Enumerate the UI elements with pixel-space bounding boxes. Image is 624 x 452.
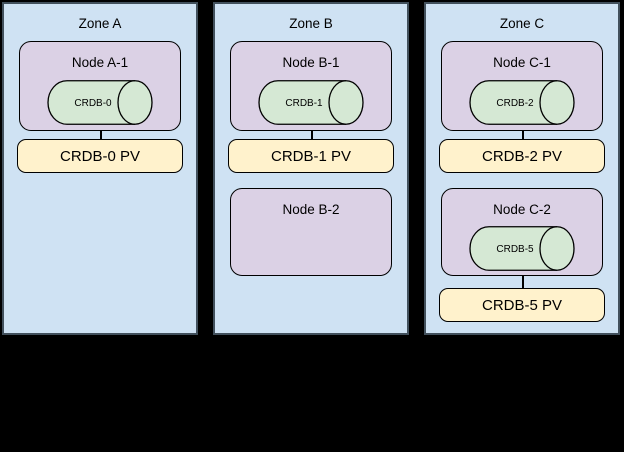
pv-crdb-2: CRDB-2 PV xyxy=(439,139,605,173)
node-c-1-label: Node C-1 xyxy=(493,55,551,70)
crdb-0-cylinder-icon: CRDB-0 xyxy=(47,80,153,125)
node-b-2-label: Node B-2 xyxy=(282,202,340,217)
pv-crdb-0: CRDB-0 PV xyxy=(17,139,183,173)
pv-crdb-0-label: CRDB-0 PV xyxy=(59,147,141,165)
connector-node-c-1-to-pv xyxy=(522,131,524,139)
cylinder-outline xyxy=(258,80,346,125)
pv-crdb-1-label: CRDB-1 PV xyxy=(270,147,352,165)
node-a-1-label: Node A-1 xyxy=(71,55,129,70)
crdb-5-cylinder-icon: CRDB-5 xyxy=(469,226,575,271)
cylinder-cap xyxy=(117,80,153,125)
cylinder-body xyxy=(48,80,135,125)
crdb-1-cylinder-label: CRDB-1 xyxy=(285,98,323,109)
cylinder-outline xyxy=(469,80,557,125)
crdb-2-cylinder-label: CRDB-2 xyxy=(496,98,534,109)
cylinder-body xyxy=(470,226,557,271)
node-b-1-label: Node B-1 xyxy=(282,55,340,70)
zone-a: Zone A Node A-1 CRDB-0 CRDB-0 PV xyxy=(2,2,198,335)
crdb-2-cylinder-icon: CRDB-2 xyxy=(469,80,575,125)
zone-b: Zone B Node B-1 CRDB-1 CRDB-1 PV Node B-… xyxy=(213,2,409,335)
connector-node-b-1-to-pv xyxy=(311,131,313,139)
cylinder-outline xyxy=(47,80,135,125)
cylinder-body xyxy=(470,80,557,125)
cylinder-cap xyxy=(539,226,575,271)
zone-c: Zone C Node C-1 CRDB-2 CRDB-2 PV Node C-… xyxy=(424,2,620,335)
node-b-2: Node B-2 xyxy=(230,188,392,276)
crdb-5-cylinder-label: CRDB-5 xyxy=(496,244,534,255)
zone-c-label: Zone C xyxy=(499,16,545,31)
pv-crdb-5-label: CRDB-5 PV xyxy=(481,296,563,314)
node-c-1: Node C-1 CRDB-2 xyxy=(441,41,603,131)
connector-node-a-1-to-pv xyxy=(100,131,102,139)
zone-b-label: Zone B xyxy=(289,16,333,31)
zone-a-label: Zone A xyxy=(78,16,122,31)
cylinder-body xyxy=(259,80,346,125)
cylinder-cap xyxy=(328,80,364,125)
node-b-1: Node B-1 CRDB-1 xyxy=(230,41,392,131)
node-a-1: Node A-1 CRDB-0 xyxy=(19,41,181,131)
pv-crdb-2-label: CRDB-2 PV xyxy=(481,147,563,165)
pv-crdb-1: CRDB-1 PV xyxy=(228,139,394,173)
crdb-1-cylinder-icon: CRDB-1 xyxy=(258,80,364,125)
cylinder-outline xyxy=(469,226,557,271)
crdb-0-cylinder-label: CRDB-0 xyxy=(74,98,112,109)
cylinder-cap xyxy=(539,80,575,125)
pv-crdb-5: CRDB-5 PV xyxy=(439,288,605,322)
node-c-2: Node C-2 CRDB-5 xyxy=(441,188,603,276)
node-c-2-label: Node C-2 xyxy=(493,202,551,217)
connector-node-c-2-to-pv xyxy=(522,276,524,288)
